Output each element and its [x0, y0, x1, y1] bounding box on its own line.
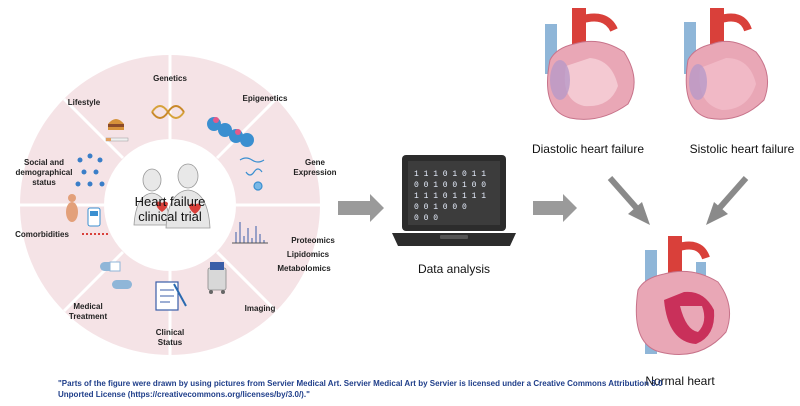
comorbidity-icon	[66, 194, 110, 235]
lifestyle-icon	[105, 119, 129, 142]
center-title: Heart failure clinical trial	[120, 194, 220, 224]
binary-row: 0 0 0	[414, 214, 438, 223]
arrow-systolic-to-normal	[706, 176, 749, 225]
patients-illustration	[133, 163, 211, 229]
label-medical-treatment: Medical Treatment	[60, 302, 116, 322]
nucleosome-icon	[207, 117, 254, 147]
ultrasound-machine-icon	[207, 262, 227, 294]
binary-row: 0 0 1 0 0 1 0 0	[414, 181, 486, 190]
systolic-heart-illustration	[684, 8, 769, 120]
label-line: Social and	[23, 158, 64, 167]
arrow-diastolic-to-normal	[607, 176, 650, 225]
label-social-demographical: Social and demographical status	[14, 158, 74, 188]
pills-icon	[100, 261, 132, 289]
label-line: status	[32, 178, 56, 187]
label-epigenetics: Epigenetics	[242, 94, 288, 103]
normal-heart-illustration	[635, 236, 731, 355]
label-line: Treatment	[68, 312, 108, 321]
label-imaging: Imaging	[244, 304, 276, 313]
laptop-icon	[392, 155, 516, 246]
label-genetics: Genetics	[153, 74, 187, 83]
population-icon	[75, 153, 105, 187]
label-line: Medical	[73, 302, 103, 311]
gene-expression-icon	[239, 157, 265, 191]
label-metabolomics: Metabolomics	[277, 264, 331, 273]
label-diastolic-heart-failure: Diastolic heart failure	[531, 142, 645, 156]
label-proteomics: Proteomics	[291, 236, 335, 245]
label-line: Gene	[304, 158, 325, 167]
label-line: demographical	[15, 168, 73, 177]
omics-spectrum-icon	[232, 222, 268, 244]
label-lipidomics: Lipidomics	[286, 250, 330, 259]
label-normal-heart: Normal heart	[645, 374, 715, 388]
binary-row: 1 1 1 0 1 1 1 1	[414, 192, 486, 201]
diastolic-heart-illustration	[545, 8, 635, 120]
label-line: Expression	[293, 168, 337, 177]
attribution-footer: "Parts of the figure were drawn by using…	[58, 379, 663, 399]
arrow-to-hearts	[533, 194, 577, 222]
dna-icon	[151, 105, 185, 119]
label-data-analysis: Data analysis	[417, 262, 491, 276]
label-comorbidities: Comorbidities	[15, 230, 69, 239]
center-title-line: clinical trial	[138, 209, 202, 224]
binary-data: 1 1 1 0 1 0 1 1 0 0 1 0 0 1 0 0 1 1 1 0 …	[414, 170, 486, 223]
label-systolic-heart-failure: Sistolic heart failure	[689, 142, 795, 156]
clinical-report-icon	[155, 281, 187, 311]
label-line: Status	[157, 338, 183, 347]
label-gene-expression: Gene Expression	[290, 158, 340, 178]
label-line: Clinical	[155, 328, 185, 337]
binary-row: 1 1 1 0 1 0 1 1	[414, 170, 486, 179]
center-title-line: Heart failure	[134, 194, 206, 209]
label-lifestyle: Lifestyle	[67, 98, 101, 107]
label-clinical-status: Clinical Status	[148, 328, 192, 348]
arrow-to-analysis	[338, 194, 384, 222]
binary-row: 0 0 1 0 0 0	[414, 203, 467, 212]
